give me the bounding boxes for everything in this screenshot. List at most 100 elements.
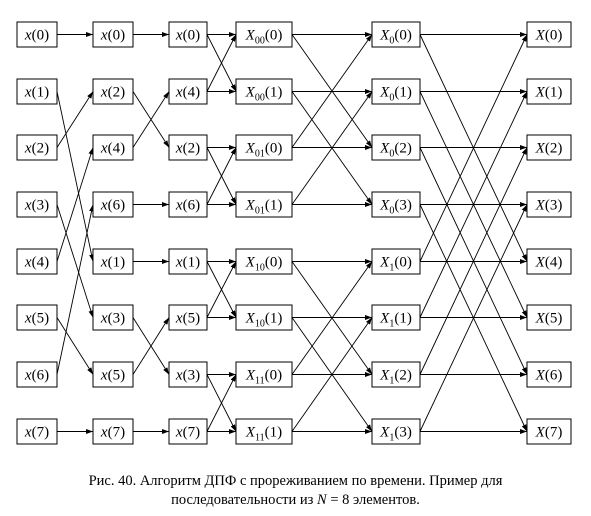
node-paren-open: ( [545, 198, 550, 214]
node-box [371, 361, 421, 388]
node-label: X(7) [535, 425, 563, 441]
nodes-layer: x(0)x(1)x(2)x(3)x(4)x(5)x(6)x(7)x(0)x(2)… [16, 21, 572, 445]
node-argument: 7 [37, 425, 45, 441]
node-paren-close: ) [120, 311, 125, 327]
node-base: x [175, 28, 183, 44]
node-paren-open: ( [545, 368, 550, 384]
node-argument: 3 [399, 198, 407, 214]
caption-line-2-suffix: элементов. [349, 492, 420, 508]
node-paren-open: ( [394, 85, 399, 101]
node-c1-r0: x(0) [92, 21, 134, 48]
node-base: x [24, 311, 32, 327]
node-box [16, 248, 58, 275]
node-base: x [100, 141, 108, 157]
node-box [16, 361, 58, 388]
node-base: x [175, 198, 183, 214]
node-label: X0(0) [379, 28, 412, 47]
node-paren-close: ) [195, 368, 200, 384]
node-paren-open: ( [108, 198, 113, 214]
node-box [235, 78, 293, 105]
figure-caption: Рис. 40. Алгоритм ДПФ с прореживанием по… [0, 472, 591, 510]
node-paren-close: ) [557, 255, 562, 271]
edge-0-1-to-1-4 [56, 91, 94, 262]
node-box [92, 248, 134, 275]
node-label: x(3) [24, 198, 49, 214]
node-base: x [100, 311, 108, 327]
node-c2-r5: x(5) [168, 304, 208, 331]
node-base: X [535, 198, 546, 214]
node-label: X0(1) [379, 85, 412, 104]
node-box [235, 248, 293, 275]
node-paren-open: ( [32, 368, 37, 384]
node-argument: 4 [188, 85, 196, 101]
node-paren-open: ( [265, 311, 270, 327]
node-paren-open: ( [265, 141, 270, 157]
node-base: X [245, 198, 256, 214]
node-paren-open: ( [265, 255, 270, 271]
node-paren-close: ) [407, 311, 412, 327]
node-paren-open: ( [32, 311, 37, 327]
node-paren-open: ( [545, 255, 550, 271]
node-paren-close: ) [277, 141, 282, 157]
node-argument: 0 [399, 255, 407, 271]
node-c1-r2: x(4) [92, 134, 134, 161]
node-paren-close: ) [195, 255, 200, 271]
node-argument: 6 [113, 198, 121, 214]
node-paren-close: ) [195, 198, 200, 214]
edge-0-2-to-1-1 [56, 91, 94, 148]
node-c5-r3: X(3) [526, 191, 572, 218]
node-paren-open: ( [545, 311, 550, 327]
node-label: X(0) [535, 28, 563, 44]
node-argument: 0 [270, 28, 278, 44]
node-c4-r4: X1(0) [371, 248, 421, 275]
node-box [526, 248, 572, 275]
node-box [235, 361, 293, 388]
node-box [168, 134, 208, 161]
node-paren-open: ( [108, 425, 113, 441]
node-base: x [175, 85, 183, 101]
node-label: X(3) [535, 198, 563, 214]
node-label: x(2) [100, 85, 125, 101]
node-c3-r0: X00(0) [235, 21, 293, 48]
node-c2-r7: x(7) [168, 418, 208, 445]
node-argument: 1 [399, 85, 407, 101]
node-box [92, 361, 134, 388]
node-base: x [175, 255, 183, 271]
node-label: x(1) [100, 255, 125, 271]
node-argument: 6 [37, 368, 45, 384]
node-paren-open: ( [545, 425, 550, 441]
node-box [371, 248, 421, 275]
node-base: x [175, 141, 183, 157]
node-paren-close: ) [120, 141, 125, 157]
node-c3-r4: X10(0) [235, 248, 293, 275]
node-c0-r7: x(7) [16, 418, 58, 445]
node-subscript: 1 [389, 433, 394, 444]
node-label: X00(1) [245, 85, 283, 104]
node-paren-close: ) [557, 141, 562, 157]
node-paren-open: ( [108, 255, 113, 271]
node-paren-close: ) [120, 85, 125, 101]
node-label: X1(3) [379, 425, 412, 444]
node-paren-close: ) [195, 85, 200, 101]
caption-variable-n: N [317, 492, 327, 508]
node-paren-close: ) [407, 85, 412, 101]
node-c2-r3: x(6) [168, 191, 208, 218]
node-label: X1(1) [379, 311, 412, 330]
node-subscript: 10 [255, 319, 265, 330]
node-c2-r6: x(3) [168, 361, 208, 388]
node-box [16, 78, 58, 105]
edge-0-6-to-1-3 [56, 204, 94, 375]
node-base: X [535, 255, 546, 271]
node-label: x(2) [24, 141, 49, 157]
edge-1-2-to-2-1 [132, 91, 170, 148]
node-label: x(6) [100, 198, 125, 214]
node-paren-open: ( [32, 85, 37, 101]
node-box [371, 191, 421, 218]
node-subscript: 0 [389, 149, 394, 160]
node-base: X [379, 425, 390, 441]
node-argument: 3 [113, 311, 121, 327]
node-subscript: 0 [389, 206, 394, 217]
node-label: x(5) [100, 368, 125, 384]
node-label: x(6) [175, 198, 200, 214]
node-argument: 0 [188, 28, 196, 44]
